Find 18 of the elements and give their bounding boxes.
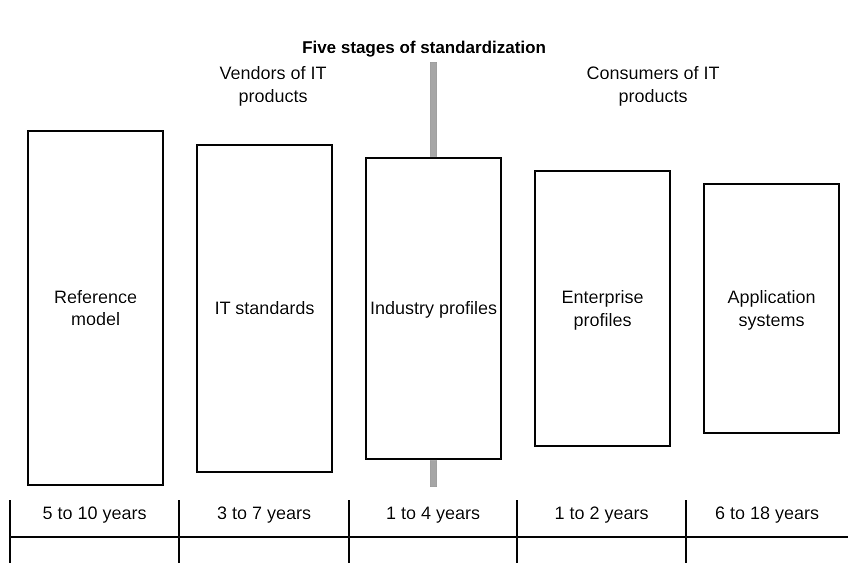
stage-box xyxy=(534,170,671,447)
duration-label: 3 to 7 years xyxy=(216,502,312,525)
title: Five stages of standardization xyxy=(301,38,547,58)
stage-label: Reference model xyxy=(52,286,138,330)
duration-label: 1 to 2 years xyxy=(553,502,650,525)
stage-box xyxy=(196,144,333,473)
stage-label: Industry profiles xyxy=(370,297,498,320)
stage-label: Enterprise profiles xyxy=(560,286,645,331)
duration-label: 1 to 4 years xyxy=(384,502,482,525)
duration-label: 6 to 18 years xyxy=(714,502,820,525)
duration-label: 5 to 10 years xyxy=(41,502,148,525)
stage-label: IT standards xyxy=(214,297,314,320)
stage-label: Application systems xyxy=(726,286,817,331)
stage-box xyxy=(365,157,502,460)
group-heading: Consumers of IT products xyxy=(585,62,721,108)
stage-box xyxy=(27,130,164,486)
group-heading: Vendors of IT products xyxy=(218,62,328,108)
stage-box xyxy=(703,183,840,434)
